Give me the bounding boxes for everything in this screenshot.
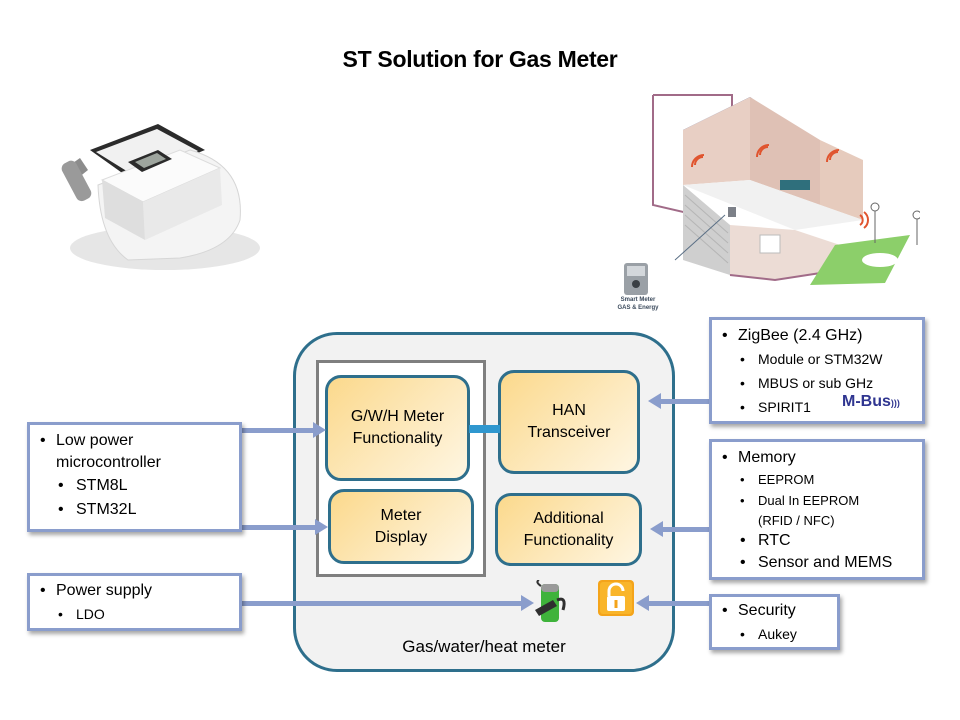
arrowhead xyxy=(648,393,661,409)
block-label: Meter xyxy=(380,506,422,524)
arrowhead xyxy=(521,595,534,611)
block-meter-functionality: G/W/H Meter Functionality xyxy=(325,375,470,481)
list-item: SPIRIT1 xyxy=(720,395,914,419)
list-item: Aukey xyxy=(720,622,829,646)
list-item: Power supply xyxy=(38,580,231,602)
block-han-transceiver: HAN Transceiver xyxy=(498,370,640,474)
arrow-security-to-lock xyxy=(648,601,709,606)
mcu-heading: Low power xyxy=(56,432,134,449)
list-item: Sensor and MEMS xyxy=(720,552,914,574)
list-item: ZigBee (2.4 GHz) xyxy=(720,325,914,347)
arrowhead xyxy=(636,595,649,611)
list-item: LDO xyxy=(38,602,231,626)
caption-line: GAS & Energy xyxy=(617,305,659,311)
security-lock-icon xyxy=(598,580,634,616)
list-item: Module or STM32W xyxy=(720,347,914,371)
arrow-power-to-battery xyxy=(242,601,522,606)
zigbee-box: ZigBee (2.4 GHz) Module or STM32W MBUS o… xyxy=(709,317,925,424)
slide-title: ST Solution for Gas Meter xyxy=(342,46,618,72)
block-additional-functionality: Additional Functionality xyxy=(495,493,642,566)
security-box: Security Aukey xyxy=(709,594,840,650)
arrow-mcu-to-display xyxy=(242,525,316,530)
list-item-continuation: (RFID / NFC) xyxy=(758,513,835,528)
mcu-box: Low power microcontroller STM8L STM32L xyxy=(27,422,242,532)
smart-home-illustration xyxy=(652,94,920,285)
block-label: Additional xyxy=(533,509,604,527)
mcu-heading: microcontroller xyxy=(56,454,161,471)
list-item: Dual In EEPROM xyxy=(720,490,914,511)
arrowhead xyxy=(313,422,326,438)
power-supply-box: Power supply LDO xyxy=(27,573,242,631)
meter-han-connector xyxy=(469,425,500,433)
arrowhead xyxy=(315,519,328,535)
mbus-logo-text: M-Bus xyxy=(842,393,891,410)
mbus-logo: M-Bus))) xyxy=(842,393,900,411)
list-item: EEPROM xyxy=(720,469,914,490)
block-label: G/W/H Meter xyxy=(350,408,445,425)
wireless-signal-icon: ))) xyxy=(890,398,900,408)
battery-plug-icon xyxy=(535,580,566,622)
block-label: HAN xyxy=(552,402,586,419)
arrow-mcu-to-meter xyxy=(242,428,314,433)
list-item: STM32L xyxy=(38,498,231,522)
caption-line: Smart Meter xyxy=(620,297,656,303)
block-label: Functionality xyxy=(523,531,614,549)
list-item: Low power microcontroller xyxy=(38,430,231,474)
arrowhead xyxy=(650,521,663,537)
smart-meter-icon xyxy=(624,263,648,295)
list-item: STM8L xyxy=(38,474,231,498)
list-item: RTC xyxy=(720,530,914,552)
block-label: Display xyxy=(374,528,428,546)
memory-box: Memory EEPROM Dual In EEPROM (RFID / NFC… xyxy=(709,439,925,580)
arrow-zigbee-to-han xyxy=(660,399,709,404)
list-item: Security xyxy=(720,600,829,622)
list-item: Memory xyxy=(720,447,914,469)
block-label: Functionality xyxy=(352,430,443,447)
block-label: Transceiver xyxy=(527,424,611,441)
list-item: MBUS or sub GHz xyxy=(720,371,914,395)
container-label: Gas/water/heat meter xyxy=(402,637,566,656)
gas-meter-device-image xyxy=(61,124,260,270)
smart-meter-caption: Smart Meter GAS & Energy xyxy=(598,296,678,312)
arrow-memory-to-additional xyxy=(662,527,709,532)
block-meter-display: Meter Display xyxy=(328,489,474,564)
